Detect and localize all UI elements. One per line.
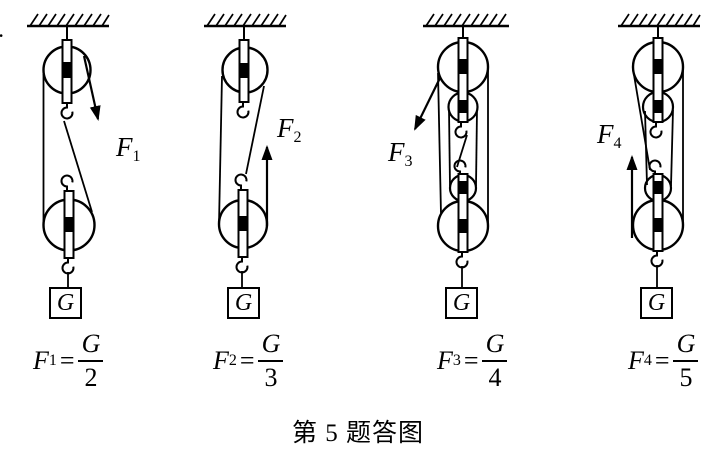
- hook-icon: [236, 101, 250, 119]
- axle-4d: [653, 218, 663, 232]
- hook-icon: [235, 256, 249, 274]
- hook-icon: [650, 250, 664, 268]
- ropes-4: [633, 70, 684, 222]
- axle-3d: [458, 219, 468, 233]
- ceiling-4: [618, 13, 701, 28]
- weight-box-1: G: [49, 287, 82, 319]
- axle-3: [458, 59, 468, 74]
- ropes-3: [437, 70, 489, 223]
- ropes-1: [42, 74, 93, 222]
- weight-box-4: G: [640, 287, 673, 319]
- axle-3c: [458, 181, 468, 194]
- weight-box-3: G: [445, 287, 478, 319]
- ropes-2: [218, 75, 265, 225]
- hook-icon: [60, 102, 74, 120]
- force-arrow-3: [414, 77, 441, 131]
- hook-icon: [60, 174, 74, 192]
- ceiling-1: [27, 13, 110, 28]
- axle-4c: [653, 181, 663, 194]
- axle-1b: [64, 217, 74, 232]
- axle-1: [62, 62, 72, 78]
- figure-caption: 第 5 题答图: [292, 420, 425, 447]
- force-label-f2: F2: [277, 113, 302, 146]
- hook-icon: [649, 121, 663, 139]
- force-label-f4: F4: [597, 119, 622, 152]
- pulley-system-1: [27, 13, 110, 288]
- pulley-system-2: [204, 13, 287, 288]
- margin-dot: .: [0, 22, 3, 42]
- hook-icon: [455, 251, 469, 269]
- axle-2b: [238, 216, 248, 231]
- ceiling-2: [204, 13, 287, 28]
- axle-4b: [653, 100, 663, 113]
- hook-icon: [61, 257, 75, 275]
- hook-icon: [454, 121, 468, 139]
- weight-box-2: G: [227, 287, 260, 319]
- force-label-f1: F1: [116, 132, 141, 165]
- hook-icon: [234, 173, 248, 191]
- axle-4: [653, 59, 663, 74]
- ceiling-3: [423, 13, 509, 28]
- pulley-system-4: [618, 13, 701, 288]
- force-arrow-1: [82, 55, 101, 121]
- axle-3b: [458, 100, 468, 113]
- pulley-system-3: [414, 13, 509, 288]
- force-label-f3: F3: [388, 137, 413, 170]
- axle-2: [239, 63, 249, 78]
